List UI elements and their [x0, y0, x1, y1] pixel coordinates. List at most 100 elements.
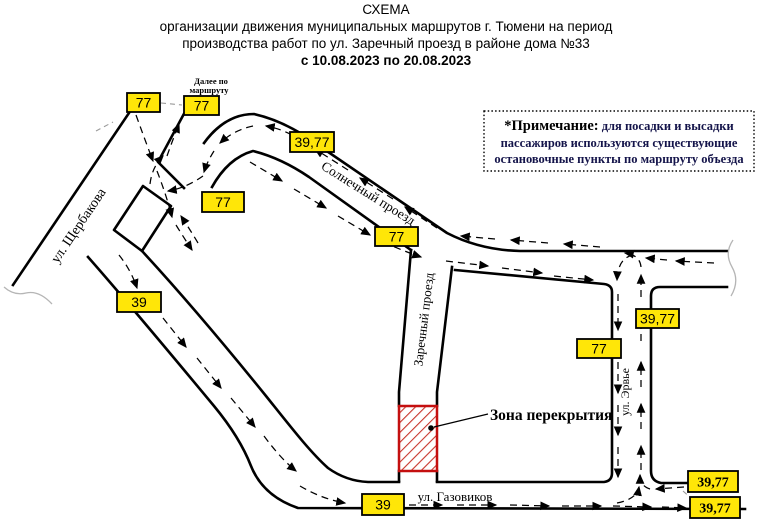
route-badge-77-4: 77: [374, 226, 419, 247]
route-badge-rect: [126, 92, 161, 113]
road-break-wave-left: [3, 286, 53, 305]
note-line1: *Примечание: для посадки и высадки: [504, 118, 733, 134]
flow-arrow: [263, 435, 297, 472]
route-badge-39-77-8: 39,77: [687, 470, 739, 493]
closure-zone-rect: [397, 404, 439, 473]
flow-arrow: [180, 214, 199, 244]
badge-connector-top: [160, 102, 183, 106]
flow-arrow: [166, 175, 204, 194]
break-marks: [3, 102, 737, 501]
flow-arrow: [118, 254, 139, 290]
flow-arrow: [156, 170, 175, 219]
road-solnechny-outer-casing: [202, 112, 729, 253]
route-badge-39-10: 39: [361, 493, 405, 516]
flow-arrow: [149, 155, 164, 185]
road-break-wave-right: [727, 239, 737, 297]
route-badge-rect: [576, 338, 622, 359]
road-solnechny-inner-casing: [210, 149, 413, 252]
street-label-gazovikov: ул. Газовиков: [418, 489, 493, 504]
flow-arrow: [293, 188, 328, 209]
route-badge-39-77-9: 39,77: [689, 496, 741, 519]
further-route-label-line1: Далее по: [194, 76, 228, 86]
route-badge-text: 39: [131, 294, 147, 310]
flow-arrow: [459, 232, 496, 242]
flow-arrow: [616, 485, 642, 504]
street-label-shcherbakova: ул. Щербакова: [49, 185, 110, 266]
closure-leader-line: [433, 413, 489, 428]
road-ervye-west-casing: [435, 268, 614, 484]
route-badge-39-77-6: 39,77: [635, 308, 680, 329]
route-badge-text: 77: [194, 98, 210, 114]
route-badge-text: 39,77: [699, 502, 731, 517]
flow-arrow: [613, 254, 634, 282]
flow-arrow: [313, 148, 349, 171]
route-badge-text: 39,77: [640, 311, 675, 327]
route-badge-rect: [361, 493, 405, 516]
flow-arrow: [135, 114, 154, 163]
route-badge-text: 77: [591, 341, 607, 357]
road-zarechny-east-casing: [435, 265, 454, 408]
route-badge-39-5: 39: [116, 291, 162, 313]
road-zarechny-west-casing: [397, 248, 413, 408]
route-badge-rect: [687, 470, 739, 493]
road-shcherbakova-west-casing: [11, 105, 135, 287]
flow-arrows: [118, 114, 715, 513]
route-badge-77-0: 77: [126, 92, 161, 113]
route-badges: 77 77 39,77 77 77 39 39,77 77 39,77 39,77 39: [116, 92, 741, 519]
flow-arrow: [661, 503, 688, 513]
flow-arrow: [403, 206, 438, 229]
route-badge-text: 39,77: [697, 476, 729, 491]
badge-connector-top-left: [95, 121, 114, 132]
route-badge-rect: [374, 226, 419, 247]
flow-arrow: [509, 501, 551, 511]
flow-arrow: [202, 150, 215, 174]
route-badge-rect: [635, 308, 680, 329]
route-badge-39-77-2: 39,77: [289, 131, 335, 153]
flow-arrow: [623, 249, 642, 268]
flow-arrow: [219, 125, 254, 144]
title-line1: СХЕМА: [362, 2, 409, 17]
flow-arrow: [175, 224, 193, 252]
flow-arrow: [230, 397, 256, 428]
route-badge-77-3: 77: [201, 191, 245, 213]
note-line1-rest: для посадки и высадки: [602, 119, 734, 133]
flow-arrow: [553, 274, 595, 284]
route-badge-text: 39: [375, 497, 391, 513]
route-badge-rect: [689, 496, 741, 519]
route-badge-77-7: 77: [576, 338, 622, 359]
road-block-island: [112, 184, 173, 253]
closure-leader-dot: [428, 425, 434, 431]
note-line2: пассажиров используются существующие: [501, 136, 738, 150]
further-route-label-line2: маршруту: [189, 85, 229, 95]
closure-zone-label: Зона перекрытия: [490, 407, 612, 424]
route-badge-text: 77: [136, 95, 152, 111]
flow-arrow: [635, 473, 651, 490]
flow-arrow: [644, 254, 668, 264]
flow-arrow: [562, 240, 601, 250]
flow-arrow: [299, 485, 347, 506]
flow-arrow: [166, 122, 180, 157]
title-line3: производства работ по ул. Заречный проез…: [182, 36, 590, 51]
flow-arrow: [358, 177, 394, 200]
road-branch-northeast-casing: [140, 249, 401, 484]
street-label-ervye: ул. Эрвье: [618, 368, 632, 416]
flow-arrow: [162, 317, 187, 348]
flow-arrow: [249, 161, 284, 182]
road-north-stub: [156, 108, 188, 190]
route-badge-rect: [183, 95, 220, 116]
route-badge-text: 77: [389, 229, 405, 245]
route-badge-text: 39,77: [294, 134, 329, 150]
closure-zone-group: Зона перекрытия: [397, 404, 612, 473]
route-badge-text: 77: [215, 194, 231, 210]
title-line4-dates: с 10.08.2023 по 20.08.2023: [301, 53, 472, 68]
street-label-zarechny: Заречный проезд: [410, 271, 436, 367]
note-line3: остановочные пункты по маршруту объезда: [494, 152, 744, 166]
road-ervye-east-casing: [649, 285, 729, 485]
flow-arrow: [501, 267, 544, 277]
note-box: *Примечание: для посадки и высадки пасса…: [483, 110, 755, 172]
flow-arrow: [612, 502, 653, 512]
route-badge-rect: [201, 191, 245, 213]
note-prefix: *Примечание:: [504, 118, 598, 134]
